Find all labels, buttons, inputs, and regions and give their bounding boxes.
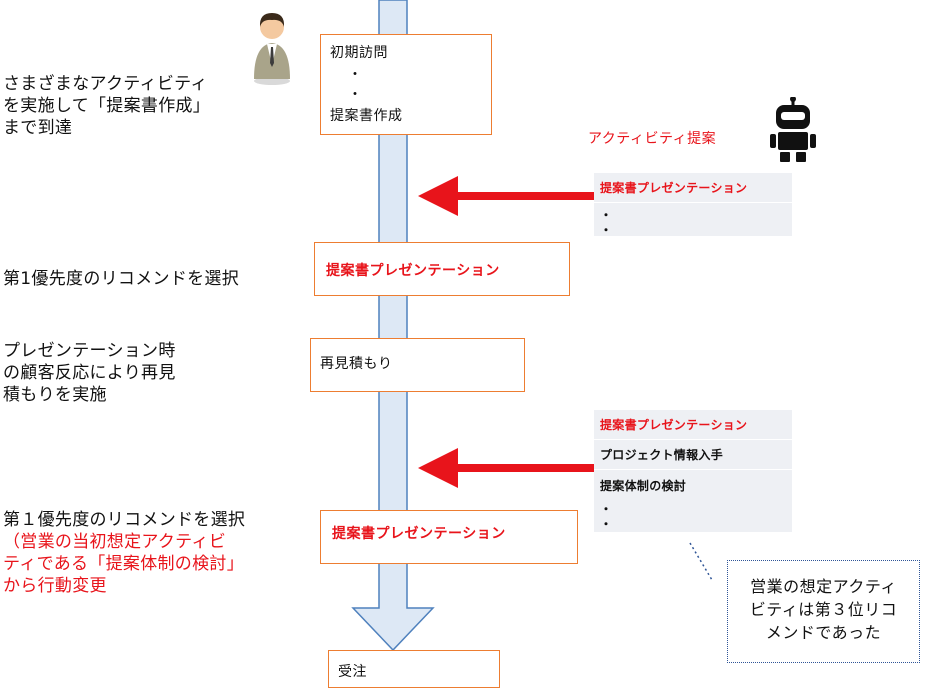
left-note-1: さまざまなアクティビティ を実施して「提案書作成」 まで到達 [3, 74, 211, 138]
recommendation-panel-2: 提案書プレゼンテーション プロジェクト情報入手 提案体制の検討 ・ ・ [594, 410, 792, 532]
stage-order-received-label: 受注 [338, 664, 367, 680]
red-arrow-1-shaft [445, 192, 595, 200]
callout-connector [689, 542, 713, 581]
stage-dot: ・ [348, 67, 363, 83]
stage-initial-visit: 初期訪問 ・ ・ 提案書作成 [320, 34, 492, 135]
rec2-item: プロジェクト情報入手 [594, 440, 792, 470]
callout-note: 営業の想定アクティ ビティは第３位リコ メンドであった [727, 560, 920, 663]
stage-proposal-presentation-2-label: 提案書プレゼンテーション [332, 526, 506, 542]
stage-re-estimate: 再見積もり [310, 338, 525, 392]
rec1-dot: ・ [600, 223, 613, 237]
stage-re-estimate-label: 再見積もり [320, 356, 393, 372]
stage-dot: ・ [348, 87, 363, 103]
stage-order-received: 受注 [328, 650, 500, 688]
businessman-icon [250, 5, 294, 85]
left-note-3: プレゼンテーション時 の顧客反応により再見 積もりを実施 [3, 341, 176, 405]
red-arrow-1-head [418, 176, 458, 216]
rec1-dot: ・ [600, 208, 613, 222]
recommendation-panel-1: 提案書プレゼンテーション ・ ・ [594, 173, 792, 237]
rec2-item: 提案体制の検討 [600, 478, 687, 493]
rec2-item: 提案書プレゼンテーション [594, 410, 792, 440]
activity-suggestion-label: アクティビティ提案 [588, 131, 717, 147]
rec2-dot: ・ [600, 502, 613, 516]
left-note-4: 第１優先度のリコメンドを選択 （営業の当初想定アクティビ ティである「提案体制の… [3, 509, 245, 597]
stage-initial-visit-title: 初期訪問 [330, 45, 388, 61]
stage-proposal-presentation-1: 提案書プレゼンテーション [314, 242, 570, 296]
rec1-item: 提案書プレゼンテーション [594, 173, 792, 203]
stage-proposal-presentation-2: 提案書プレゼンテーション [320, 510, 578, 564]
left-note-4-red: （営業の当初想定アクティビ ティである「提案体制の検討」 から行動変更 [3, 532, 245, 596]
left-note-4-black: 第１優先度のリコメンドを選択 [3, 510, 246, 530]
left-note-2: 第1優先度のリコメンドを選択 [3, 269, 240, 289]
red-arrow-2-shaft [445, 464, 595, 472]
robot-icon [768, 96, 818, 163]
red-arrow-2-head [418, 448, 458, 488]
stage-proposal-creation: 提案書作成 [330, 108, 403, 124]
stage-proposal-presentation-1-label: 提案書プレゼンテーション [326, 263, 500, 279]
rec2-dot: ・ [600, 517, 613, 531]
